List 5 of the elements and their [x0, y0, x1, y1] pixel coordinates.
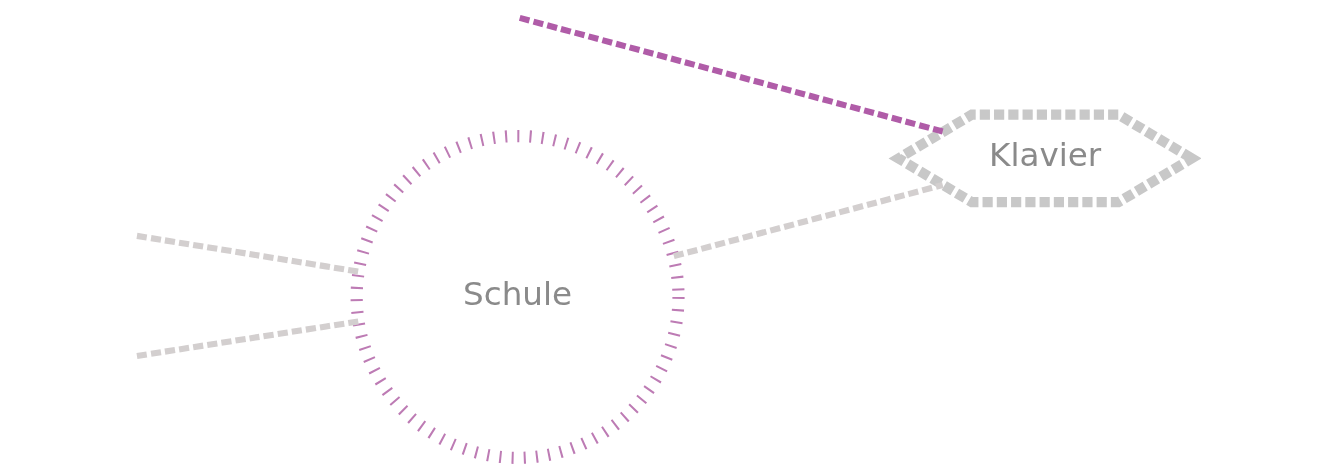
connector	[135, 232, 359, 275]
connector	[672, 181, 944, 259]
connector	[135, 317, 359, 359]
node-circle: Schule	[350, 129, 685, 464]
connector	[518, 14, 944, 134]
